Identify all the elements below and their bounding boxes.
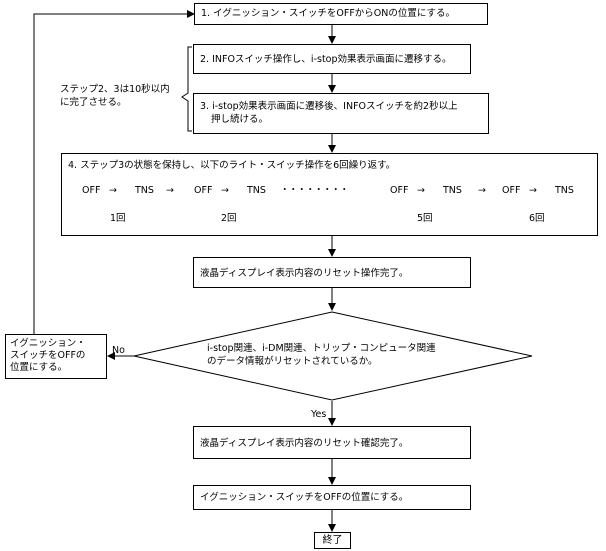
step1-box: 1. イグニッション・スイッチをOFFからONの位置にする。 — [194, 3, 488, 25]
note-bracket — [181, 46, 192, 132]
yes-label: Yes — [311, 409, 327, 420]
ign-off-box: イグニッション・スイッチをOFFの位置にする。 — [193, 485, 471, 510]
cycle5-tns: TNS — [443, 185, 462, 196]
cycle6-off: OFF — [502, 185, 521, 196]
note-line1: ステップ2、3は10秒以内 — [60, 84, 170, 95]
retry-ign-off-box: イグニッション・ スイッチをOFFの 位置にする。 — [5, 334, 107, 379]
cycle-label-1: 1回 — [110, 213, 126, 224]
decision-text: i-stop関連、i-DM関連、トリップ・コンピュータ関連 のデータ情報がリセッ… — [207, 342, 436, 368]
cycle-label-5: 5回 — [417, 213, 433, 224]
no-label: No — [112, 345, 125, 356]
between-arrow-1: → — [166, 185, 174, 196]
confirm-complete-text: 液晶ディスプレイ表示内容のリセット確認完了。 — [200, 438, 409, 449]
cycle5-arrow: → — [417, 185, 425, 196]
retry-line1: イグニッション・ — [10, 338, 86, 349]
step3-text-line2: 押し続ける。 — [211, 114, 269, 125]
cycle1-arrow: → — [109, 185, 117, 196]
step4-text: 4. ステップ3の状態を保持し、以下のライト・スイッチ操作を6回繰り返す。 — [68, 160, 396, 171]
confirm-complete-box: 液晶ディスプレイ表示内容のリセット確認完了。 — [193, 426, 471, 459]
step3-text-line1: 3. i-stop効果表示画面に遷移後、INFOスイッチを約2秒以上 — [200, 101, 458, 112]
cycle1-tns: TNS — [135, 185, 154, 196]
time-limit-note: ステップ2、3は10秒以内 に完了させる。 — [60, 83, 170, 109]
step2-box: 2. INFOスイッチ操作し、i-stop効果表示画面に遷移する。 — [193, 44, 471, 74]
reset-complete-box: 液晶ディスプレイ表示内容のリセット操作完了。 — [193, 257, 471, 288]
cycle2-arrow: → — [221, 185, 229, 196]
note-line2: に完了させる。 — [60, 97, 127, 108]
cycle2-tns: TNS — [247, 185, 266, 196]
ellipsis-dots: ・・・・・・・・ — [280, 185, 349, 196]
step4-box: 4. ステップ3の状態を保持し、以下のライト・スイッチ操作を6回繰り返す。 — [61, 153, 598, 236]
between-arrow-5: → — [478, 185, 486, 196]
retry-line2: スイッチをOFFの — [10, 350, 86, 361]
ign-off-text: イグニッション・スイッチをOFFの位置にする。 — [200, 492, 409, 503]
step2-text: 2. INFOスイッチ操作し、i-stop効果表示画面に遷移する。 — [200, 54, 452, 65]
cycle2-off: OFF — [194, 185, 213, 196]
step1-text: 1. イグニッション・スイッチをOFFからONの位置にする。 — [201, 8, 455, 19]
cycle-label-6: 6回 — [529, 213, 545, 224]
decision-diamond — [133, 311, 533, 401]
cycle-label-2: 2回 — [221, 213, 237, 224]
loop-back-line — [33, 10, 195, 334]
cycle1-off: OFF — [82, 185, 101, 196]
reset-complete-text: 液晶ディスプレイ表示内容のリセット操作完了。 — [200, 268, 409, 279]
end-box: 終了 — [314, 532, 351, 549]
retry-line3: 位置にする。 — [10, 362, 68, 373]
decision-line2: のデータ情報がリセットされているか。 — [207, 356, 378, 367]
step3-box: 3. i-stop効果表示画面に遷移後、INFOスイッチを約2秒以上 押し続ける… — [193, 93, 489, 134]
cycle6-arrow: → — [529, 185, 537, 196]
cycle5-off: OFF — [390, 185, 409, 196]
cycle6-tns: TNS — [555, 185, 574, 196]
end-text: 終了 — [322, 535, 343, 546]
decision-line1: i-stop関連、i-DM関連、トリップ・コンピュータ関連 — [207, 343, 436, 354]
